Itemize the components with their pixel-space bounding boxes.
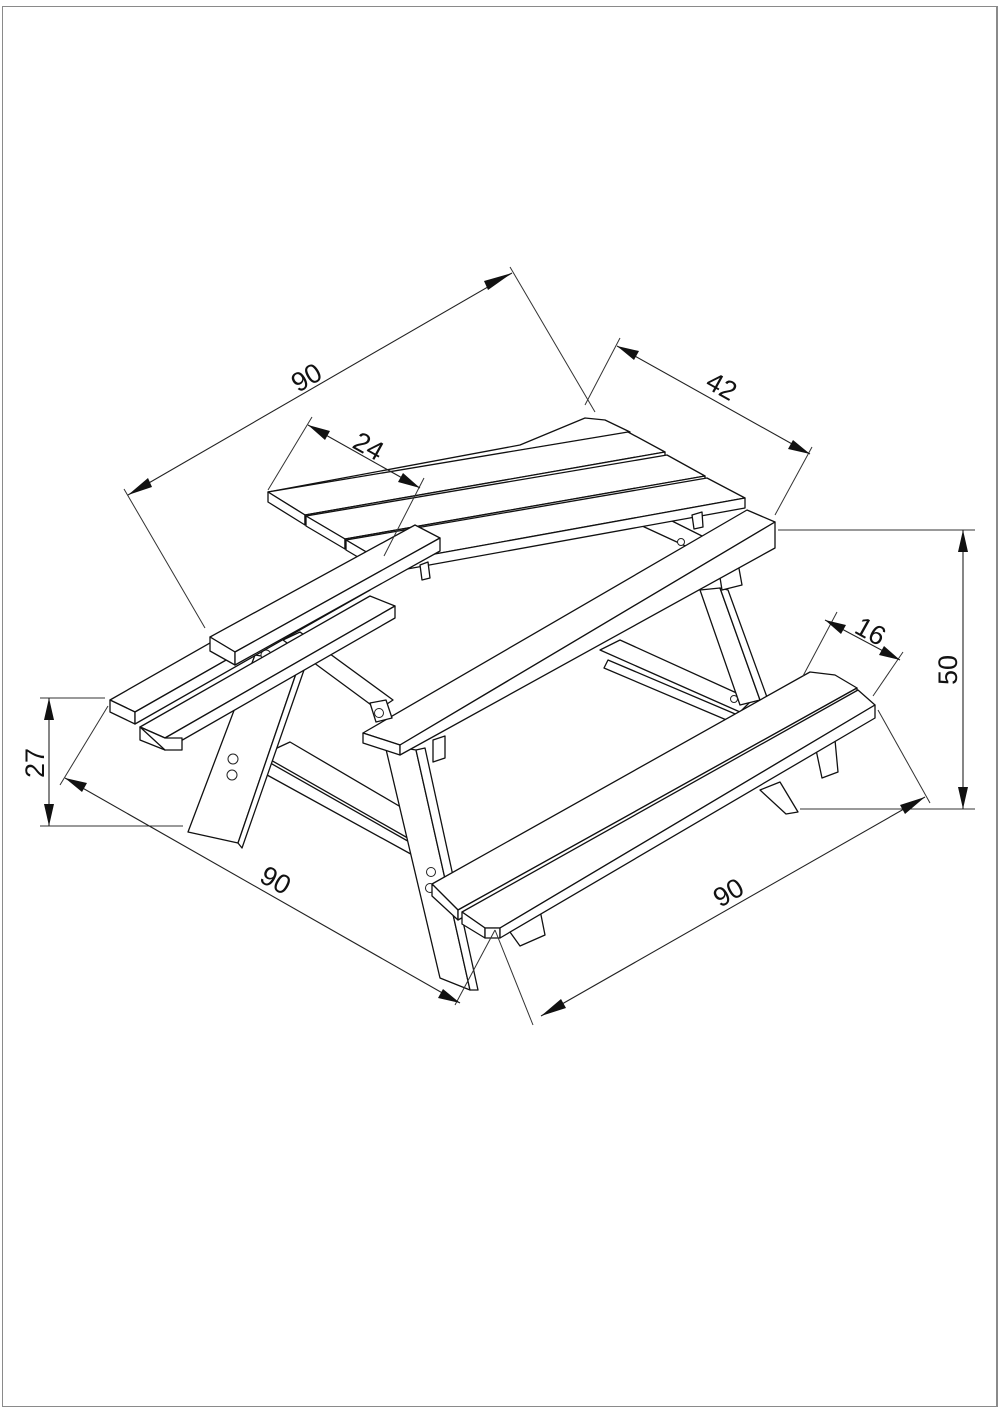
dim-board-width: 24 bbox=[348, 426, 389, 467]
dim-seat-height: 27 bbox=[20, 748, 50, 778]
dimension-lines bbox=[40, 266, 975, 1026]
bolt-icon bbox=[226, 769, 238, 781]
dim-overall-depth: 90 bbox=[255, 860, 296, 901]
table-top bbox=[209, 417, 776, 763]
right-bench bbox=[431, 671, 876, 947]
dim-bench-length: 90 bbox=[708, 872, 749, 913]
bolt-icon bbox=[730, 695, 738, 703]
bolt-icon bbox=[426, 867, 436, 877]
dim-total-height: 50 bbox=[933, 655, 963, 685]
bolt-icon bbox=[227, 753, 239, 765]
dim-table-top-width: 42 bbox=[701, 366, 742, 407]
dim-seat-width: 16 bbox=[850, 611, 891, 652]
bolt-icon bbox=[677, 538, 685, 546]
dimension-labels: 90 24 42 50 16 90 27 90 bbox=[20, 357, 963, 913]
dim-table-length: 90 bbox=[286, 357, 327, 398]
bolt-icon bbox=[374, 708, 384, 718]
